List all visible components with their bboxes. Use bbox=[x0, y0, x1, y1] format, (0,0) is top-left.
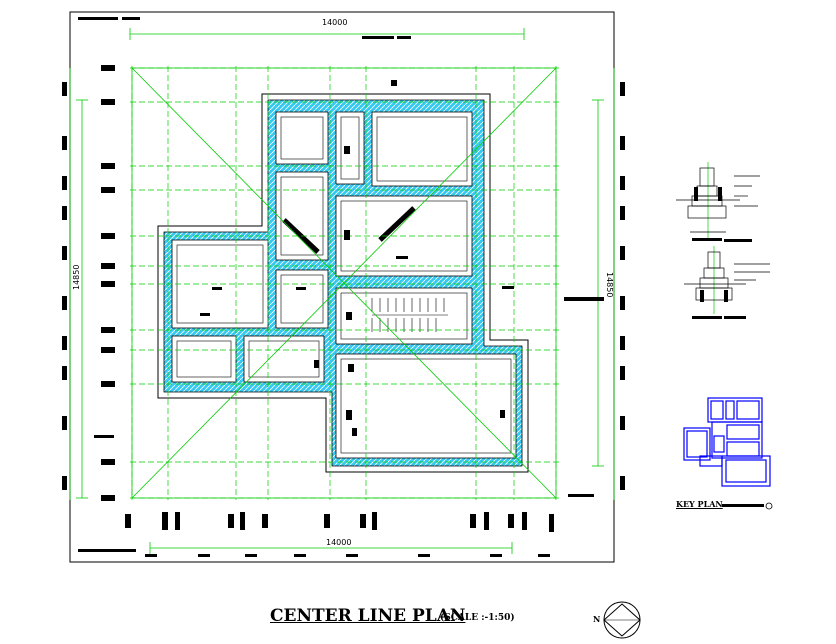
grid-marks-left bbox=[62, 65, 115, 501]
key-plan-underline-mark bbox=[722, 504, 764, 507]
key-plan-label: KEY PLAN bbox=[676, 499, 723, 509]
staircase bbox=[371, 298, 448, 332]
dim-bottom-width: 14000 bbox=[326, 538, 351, 547]
key-plan-marker bbox=[765, 502, 773, 510]
dim-top-width: 14000 bbox=[322, 18, 347, 27]
diagonal-member-right bbox=[378, 206, 416, 242]
north-label: N bbox=[593, 614, 601, 624]
north-arrow-icon bbox=[603, 601, 641, 639]
dim-right-height: 14850 bbox=[605, 272, 614, 297]
annotation-marks bbox=[78, 17, 594, 552]
grid-marks-right bbox=[564, 82, 625, 490]
section-detail-top-marks bbox=[692, 187, 752, 242]
section-detail-bottom-marks bbox=[692, 290, 746, 319]
dim-left-height: 14850 bbox=[72, 265, 81, 290]
key-plan-drawing bbox=[683, 397, 771, 487]
dimension-lines bbox=[69, 28, 615, 554]
section-detail-bottom bbox=[684, 246, 770, 314]
grid-marks-bottom bbox=[125, 512, 554, 557]
drawing-scale: (SCALE :-1:50) bbox=[440, 613, 515, 623]
drawing-title: CENTER LINE PLAN bbox=[270, 606, 466, 626]
diagonal-guides bbox=[131, 67, 557, 499]
